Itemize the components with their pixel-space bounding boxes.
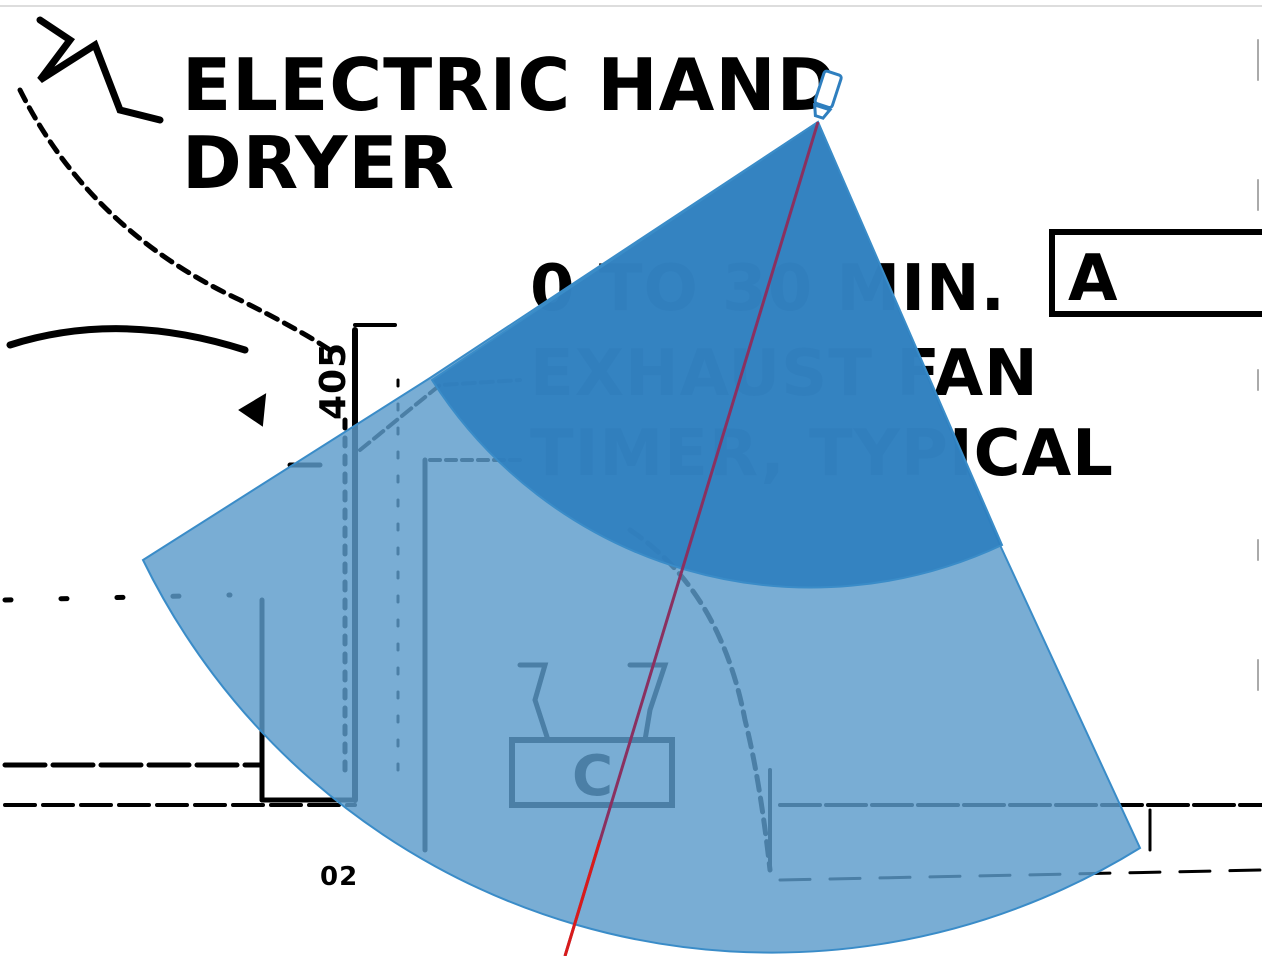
fov-inner-zone[interactable] <box>430 120 1004 589</box>
camera-direction-line[interactable] <box>563 121 820 956</box>
small-label: 02 <box>320 862 358 892</box>
dimension-label: 405 <box>313 342 354 420</box>
hand-dryer-label-line1: ELECTRIC HAND <box>182 43 837 127</box>
camera-icon[interactable] <box>811 69 843 120</box>
camera-fov-overlay[interactable] <box>141 120 1142 956</box>
camera-direction-line-outside <box>563 839 602 956</box>
tag-a-label: A <box>1068 242 1119 316</box>
hand-dryer-label-line2: DRYER <box>182 121 455 205</box>
